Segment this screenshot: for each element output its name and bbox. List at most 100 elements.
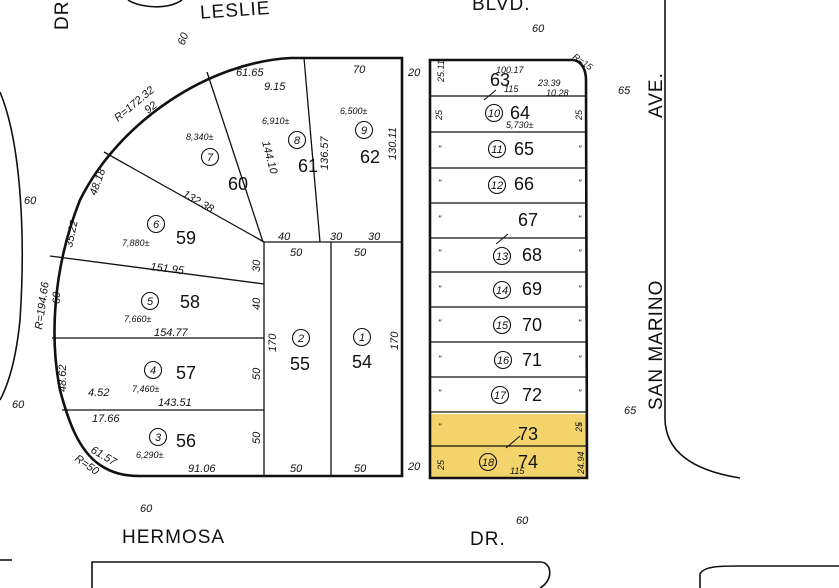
parcel-circle-16 [493,350,513,370]
dim-92: 92 [142,99,159,116]
ditto-mark-right-7: " [578,388,582,398]
parcel-circle-1 [352,327,372,347]
block-left-outline [53,56,404,478]
dim-144-10: 144.10 [259,140,280,176]
lot-number-69: 69 [522,279,542,299]
parcel-circle-14 [492,280,512,300]
parcel-number-12: 12 [491,180,503,192]
ditto-mark-left-4: " [438,284,442,294]
street-dr-top: DR [52,1,73,30]
dim-48-18: 48.18 [88,166,109,197]
ditto-mark-right-6: " [578,354,582,364]
dim-25-11: 25.11 [436,60,446,83]
street-blvd: BLVD. [472,0,531,15]
ditto-mark-left-8: " [438,422,442,432]
lot-number-55: 55 [290,354,310,374]
dim-130-11: 130.11 [387,127,399,160]
ditto-mark-left-7: " [438,388,442,398]
parcel-number-11: 11 [491,144,502,156]
dim-132-38: 132.38 [181,188,217,216]
parcel-number-5: 5 [147,296,154,308]
right-block-lots: 6364106511661267681369147015711672177374… [478,70,542,472]
parcel-number-17: 17 [494,390,507,402]
parcel-number-16: 16 [497,355,510,367]
ditto-mark-left-1: " [438,178,442,188]
ditto-mark-left-5: " [438,318,442,328]
width-blvd: 60 [532,23,545,35]
left-block-lot-lines [49,57,402,476]
dim-17-66: 17.66 [92,413,120,425]
dimension-labels: 61.65 70 9.15 92 136.57 130.11 144.10 13… [51,60,586,476]
parcel-circle-15 [492,315,512,335]
dim-30-top-b: 30 [368,231,381,243]
lot-number-73: 73 [518,424,538,444]
lot-number-54: 54 [352,352,372,372]
ditto-mark-left-6: " [438,354,442,364]
parcel-circle-11 [487,139,507,159]
parcel-number-15: 15 [496,320,509,332]
parcel-circle-12 [487,175,507,195]
lot-number-65: 65 [514,139,534,159]
ditto-mark-right-8: " [578,422,582,432]
ditto-mark-right-3: " [578,248,582,258]
leader-arrows [483,89,521,449]
street-leslie: LESLIE [199,0,271,24]
dim-25-right-b: 25 [574,421,584,433]
parcel-circle-9 [354,120,374,140]
parcel-circle-3 [148,427,168,447]
parcel-number-14: 14 [496,285,508,297]
area-8: 6,910± [262,116,290,126]
street-dr-bottom: DR. [470,529,506,550]
lot-number-58: 58 [180,292,200,312]
dim-100-17: 100.17 [496,65,525,75]
street-ave: AVE. [646,72,667,118]
dim-170-a: 170 [267,333,279,352]
width-ave-top: 65 [618,85,631,97]
width-dr-left: 60 [24,195,37,207]
parcel-number-13: 13 [496,251,509,263]
lot-number-56: 56 [176,431,196,451]
lot-number-72: 72 [522,385,542,405]
dim-50-top-a: 50 [290,247,303,259]
lot-number-71: 71 [522,350,542,370]
parcel-number-10: 10 [488,108,501,120]
width-dr-left-low: 60 [12,399,25,411]
area-7: 8,340± [186,132,214,142]
dim-48-62: 48.62 [57,364,69,392]
width-hermosa: 60 [140,503,153,515]
area-10: 5,730± [506,120,534,130]
dim-4-52: 4.52 [88,387,109,399]
dim-50-top-b: 50 [354,247,367,259]
ditto-mark-right-0: " [578,144,582,154]
dim-9-15: 9.15 [264,81,286,93]
street-labels: LESLIE BLVD. DR HERMOSA DR. SAN MARINO A… [52,0,667,550]
parcel-circle-5 [140,291,160,311]
parcel-circle-18 [478,452,498,472]
curb-right-ave [664,0,741,479]
parcel-number-18: 18 [482,457,495,469]
ditto-mark-left-3: " [438,248,442,258]
lot-number-68: 68 [522,245,542,265]
curb-bottom-right [699,565,839,588]
lot-number-66: 66 [514,174,534,194]
dim-61-65: 61.65 [236,67,264,79]
dim-50-bottom-a: 50 [290,463,303,475]
curb-left [0,91,24,401]
lot-number-60: 60 [228,174,248,194]
width-leslie: 60 [176,30,192,46]
ditto-marks: """""""""""""""""" [438,144,582,432]
dim-30-top-a: 30 [330,231,343,243]
dim-60-left-block: 60 [51,291,63,304]
dim-151-95: 151.95 [150,261,186,277]
area-3: 6,290± [136,450,164,460]
dim-24-94: 24.94 [576,451,586,475]
parcel-number-7: 7 [207,152,214,164]
dim-25-left-b: 25 [436,459,446,471]
dim-154-77: 154.77 [154,327,189,339]
lot-number-57: 57 [176,363,196,383]
area-4: 7,460± [132,384,160,394]
dim-40-side: 40 [251,297,263,310]
dim-25-left-a: 25 [434,109,444,121]
